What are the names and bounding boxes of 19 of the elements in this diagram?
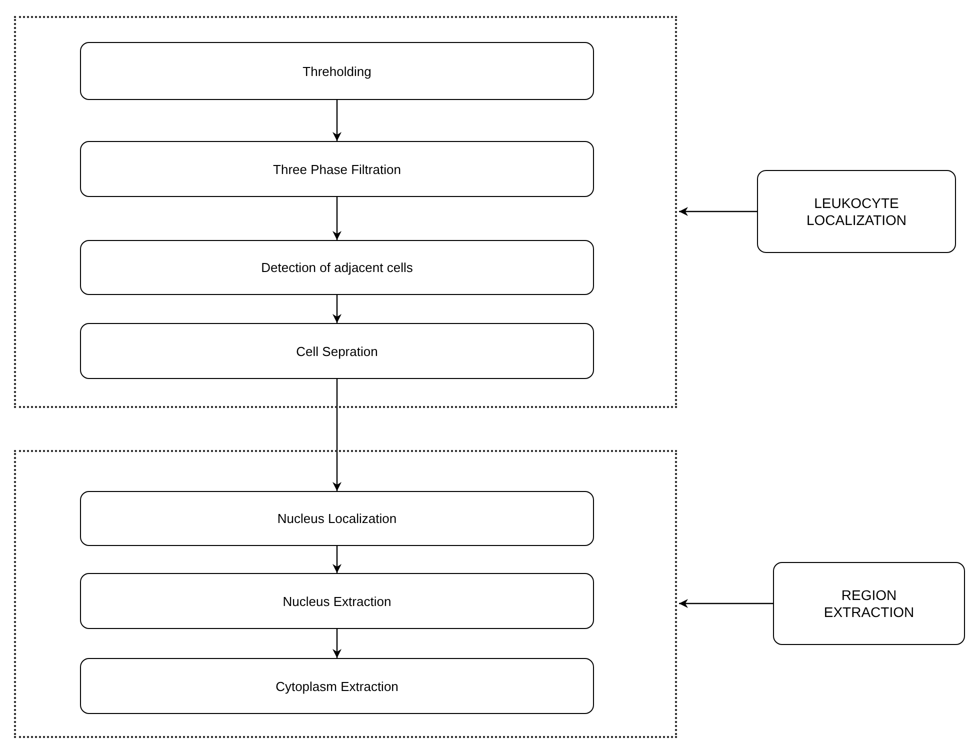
stage-box: LEUKOCYTE LOCALIZATION <box>757 170 956 253</box>
process-box: Three Phase Filtration <box>80 141 594 197</box>
process-box: Nucleus Localization <box>80 491 594 546</box>
process-box: Cytoplasm Extraction <box>80 658 594 714</box>
stage-box: REGION EXTRACTION <box>773 562 965 645</box>
dotted-group-frame <box>14 16 677 408</box>
arrow <box>332 197 342 240</box>
arrow <box>332 629 342 658</box>
arrow <box>332 379 342 491</box>
process-box: Threholding <box>80 42 594 100</box>
arrow <box>332 295 342 323</box>
arrow <box>332 100 342 141</box>
arrow <box>332 546 342 573</box>
process-box: Detection of adjacent cells <box>80 240 594 295</box>
process-box: Cell Sepration <box>80 323 594 379</box>
arrow <box>679 207 757 216</box>
process-box: Nucleus Extraction <box>80 573 594 629</box>
arrow <box>679 599 773 608</box>
dotted-group-frame <box>14 450 677 738</box>
